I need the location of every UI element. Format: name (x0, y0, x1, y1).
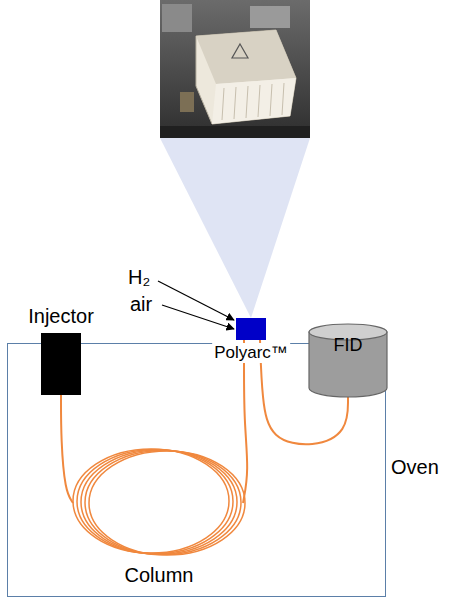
device-photo (160, 0, 310, 138)
gas-arrow (158, 281, 234, 320)
oven-box: InjectorFIDColumnOven (7, 343, 386, 597)
cylinder-outline (308, 323, 388, 397)
gas-label: air (130, 293, 152, 316)
part-label: Injector (28, 305, 94, 328)
polyarc-reactor: Polyarc™ (236, 318, 266, 340)
part-label: Column (125, 564, 194, 587)
capillary-line (61, 395, 73, 503)
detector-label: FID (308, 323, 388, 356)
gas-label: H₂ (128, 266, 150, 289)
injector-block: Injector (41, 333, 81, 395)
fid-detector: FID (308, 323, 388, 397)
oven-label: Oven (391, 456, 439, 479)
zoom-cone (160, 138, 310, 318)
column-coil: Column (69, 441, 249, 591)
part-label: Polyarc™ (212, 343, 290, 363)
gas-arrow (162, 305, 234, 329)
capillary-line (243, 340, 247, 503)
